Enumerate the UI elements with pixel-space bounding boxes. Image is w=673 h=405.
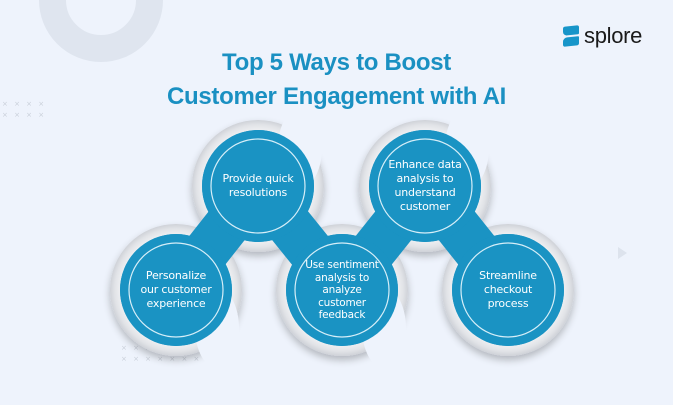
node-5-line: Streamline bbox=[479, 269, 537, 282]
node-inner-rings bbox=[128, 138, 556, 338]
node-4-line: understand bbox=[394, 186, 456, 199]
node-5-line: process bbox=[487, 297, 529, 310]
brand-name: splore bbox=[584, 23, 643, 48]
node-4-line: customer bbox=[399, 200, 451, 213]
node-3-line: customer bbox=[318, 296, 366, 309]
node-1-personalize: Personalize our customer experience bbox=[128, 269, 224, 311]
node-3-line: analyze bbox=[322, 283, 362, 296]
node-3-sentiment-analysis: Use sentiment analysis to analyze custom… bbox=[294, 259, 390, 322]
brand-logo: splore bbox=[563, 23, 642, 49]
node-3-line: Use sentiment bbox=[305, 258, 379, 271]
node-2-line: resolutions bbox=[228, 186, 288, 199]
node-1-line: our customer bbox=[140, 283, 212, 296]
page-title: Top 5 Ways to Boost Customer Engagement … bbox=[0, 46, 673, 114]
node-5-streamline-checkout: Streamline checkout process bbox=[460, 269, 556, 311]
x-grid-decoration-icon: × × × × × × × × bbox=[2, 99, 46, 121]
title-line-1: Top 5 Ways to Boost bbox=[222, 49, 451, 76]
node-4-line: analysis to bbox=[396, 172, 454, 185]
node-5-line: checkout bbox=[483, 283, 533, 296]
node-1-line: Personalize bbox=[145, 269, 207, 282]
x-pattern-row: × × × × bbox=[2, 111, 47, 119]
node-4-line: Enhance data bbox=[388, 158, 462, 171]
title-line-2: Customer Engagement with AI bbox=[166, 83, 507, 110]
x-pattern-row: × × × × bbox=[2, 100, 47, 108]
node-2-line: Provide quick bbox=[222, 172, 294, 185]
node-4-data-analysis: Enhance data analysis to understand cust… bbox=[377, 158, 473, 214]
node-1-line: experience bbox=[146, 297, 206, 310]
x-pattern-row: × × × × × × × × × bbox=[121, 355, 226, 363]
play-triangle-decoration-icon bbox=[618, 247, 627, 259]
node-2-quick-resolutions: Provide quick resolutions bbox=[210, 172, 306, 200]
node-3-line: feedback bbox=[318, 308, 366, 321]
node-3-line: analysis to bbox=[314, 271, 370, 284]
